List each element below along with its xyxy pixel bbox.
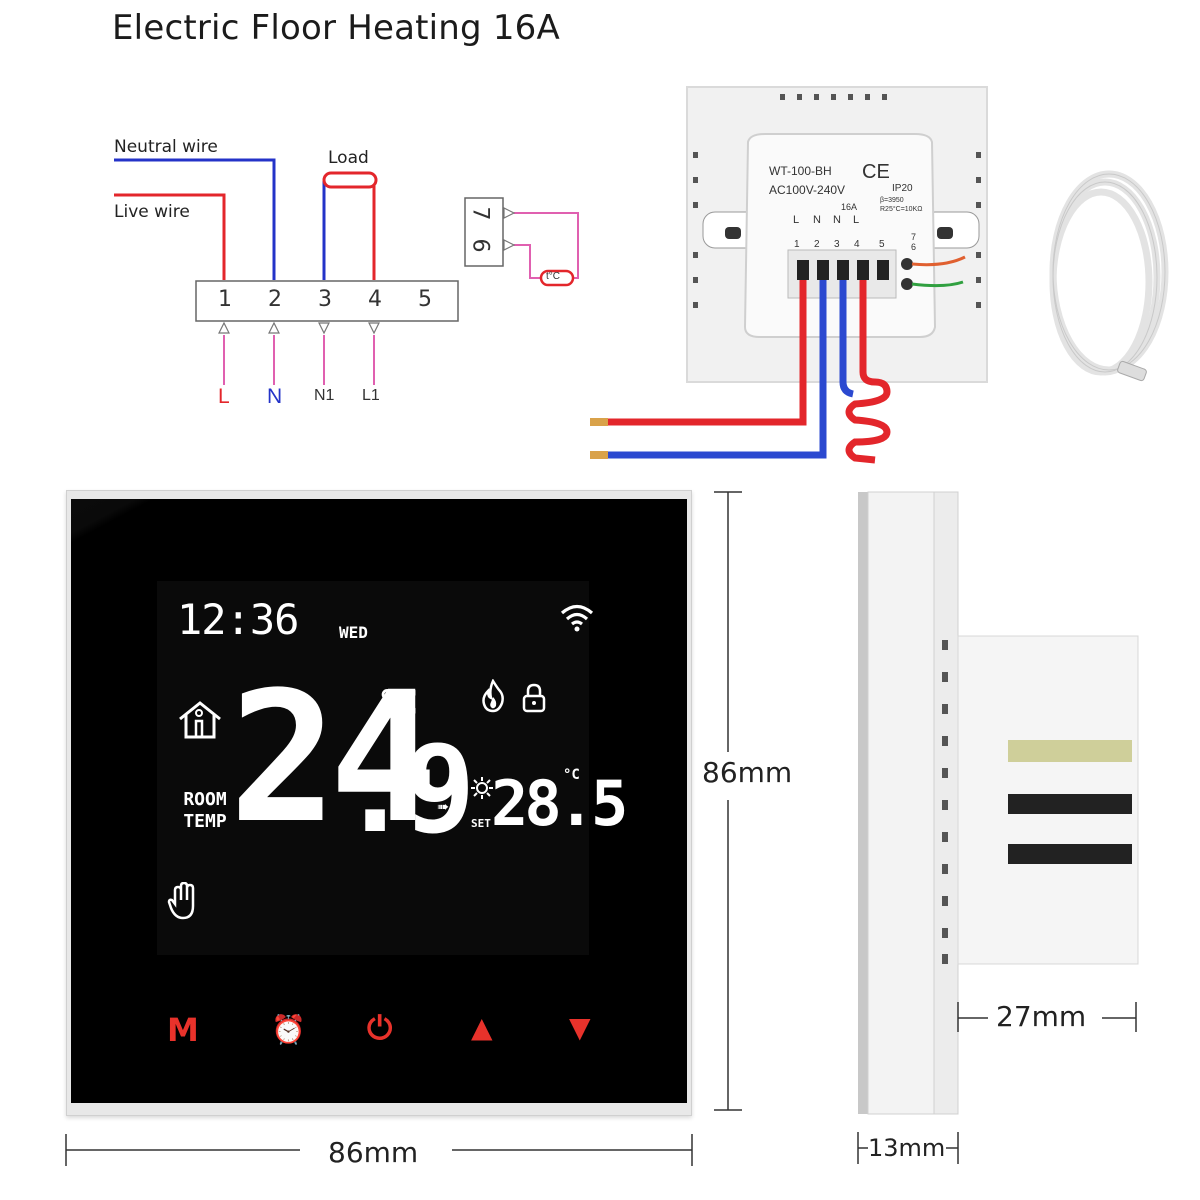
- depth-dimension: 27mm: [996, 1000, 1087, 1033]
- module-sensor-number-7: 7: [911, 232, 917, 242]
- terminal-4: 4: [368, 287, 382, 312]
- module-terminal-letter-n: N: [813, 214, 821, 226]
- module-terminal-number-4: 4: [854, 239, 860, 250]
- sensor-spec-beta: β=3950: [880, 197, 904, 204]
- room-temp-label: ROOM TEMP: [175, 789, 235, 833]
- live-wire-label: Live wire: [114, 202, 190, 222]
- neutral-wire: [114, 158, 276, 280]
- room-temp-decimal: .9: [339, 721, 475, 860]
- power-button[interactable]: ⏻: [367, 1009, 393, 1047]
- flame-icon: [482, 679, 504, 713]
- room-label-line1: ROOM: [183, 789, 227, 810]
- back-module-photo: WT-100-BH AC100V-240V CE IP20 16A β=3950…: [585, 82, 1185, 472]
- glass-panel: 12:36 WED ROOM TEMP 24 .9 °C: [71, 499, 687, 1103]
- terminal-1: 1: [218, 287, 232, 312]
- module-terminal-number-1: 1: [794, 239, 800, 250]
- terminal-arrows: [218, 321, 380, 335]
- lcd-screen: [157, 581, 589, 955]
- n1-terminal-label: N1: [314, 387, 335, 404]
- set-label: SET: [471, 817, 491, 830]
- live-terminal-label: L: [218, 385, 230, 408]
- terminal-5: 5: [418, 287, 432, 312]
- wiring-lines: [114, 158, 579, 385]
- side-view-drawing: [858, 491, 1139, 1115]
- voltage-label: AC100V-240V: [769, 183, 846, 197]
- up-button[interactable]: ▲: [471, 1011, 493, 1044]
- sensor-terminal-6: 6: [467, 238, 493, 253]
- arrow-icon: ➠: [437, 795, 450, 819]
- sun-icon: [471, 777, 493, 799]
- load-label: Load: [328, 148, 369, 168]
- set-temp-display: 28.5: [491, 767, 628, 840]
- room-temp-integer: 24: [229, 654, 438, 863]
- terminal-2: 2: [268, 287, 282, 312]
- module-terminal-number-3: 3: [834, 239, 840, 250]
- ce-mark: CE: [862, 161, 890, 183]
- sensor-spec-r25: R25°C=10KΩ: [880, 206, 923, 213]
- width-dimension: 86mm: [328, 1136, 419, 1169]
- probe-leads: [223, 335, 375, 385]
- neutral-terminal-label: N: [267, 385, 283, 408]
- load-resistor: [322, 171, 378, 189]
- sensor-arrows: [503, 207, 516, 251]
- home-icon: [179, 701, 221, 739]
- module-terminal-letter-l1: L: [853, 214, 860, 226]
- clock-button[interactable]: ⏰: [271, 1013, 306, 1046]
- wiring-diagram: Neutral wire Live wire Load 1 2 3 4 5 7 …: [100, 135, 600, 425]
- sensor-terminal-7: 7: [467, 206, 493, 221]
- neutral-wire-label: Neutral wire: [114, 137, 218, 157]
- model-label: WT-100-BH: [769, 164, 832, 178]
- module-terminal-number-2: 2: [814, 239, 820, 250]
- module-terminal-letter-l: L: [793, 214, 800, 226]
- l1-terminal-label: L1: [362, 387, 380, 404]
- sensor-probe-label: t°C: [546, 271, 560, 282]
- module-terminal-number-5: 5: [879, 239, 885, 250]
- terminal-3: 3: [318, 287, 332, 312]
- module-sensor-number-6: 6: [911, 242, 917, 252]
- thermostat-side-view: [850, 488, 1150, 1118]
- plate-dimension: 13mm: [868, 1134, 946, 1162]
- sensor-terminal-block: [464, 197, 504, 267]
- sensor-probe: [539, 269, 575, 287]
- lock-icon: [522, 683, 546, 713]
- thermostat-front-panel: 12:36 WED ROOM TEMP 24 .9 °C: [66, 490, 692, 1116]
- room-label-line2: TEMP: [183, 811, 227, 832]
- set-temp-unit: °C: [563, 767, 580, 783]
- wifi-icon: [560, 604, 594, 632]
- live-wire: [114, 193, 226, 280]
- down-button[interactable]: ▼: [569, 1011, 591, 1044]
- module-terminal-letter-n1: N: [833, 214, 841, 226]
- day-display: WED: [339, 623, 368, 642]
- ip-rating: IP20: [892, 183, 913, 194]
- current-rating: 16A: [841, 202, 858, 212]
- back-module-drawing: [590, 86, 1169, 464]
- manual-hand-icon: [167, 882, 195, 920]
- time-display: 12:36: [177, 595, 299, 644]
- mode-button[interactable]: M: [167, 1011, 199, 1049]
- page-title: Electric Floor Heating 16A: [112, 8, 560, 48]
- height-dimension: 86mm: [702, 756, 793, 789]
- sensor-leads: [514, 212, 579, 279]
- terminal-block: [195, 280, 459, 322]
- room-temp-unit: °C: [377, 683, 418, 723]
